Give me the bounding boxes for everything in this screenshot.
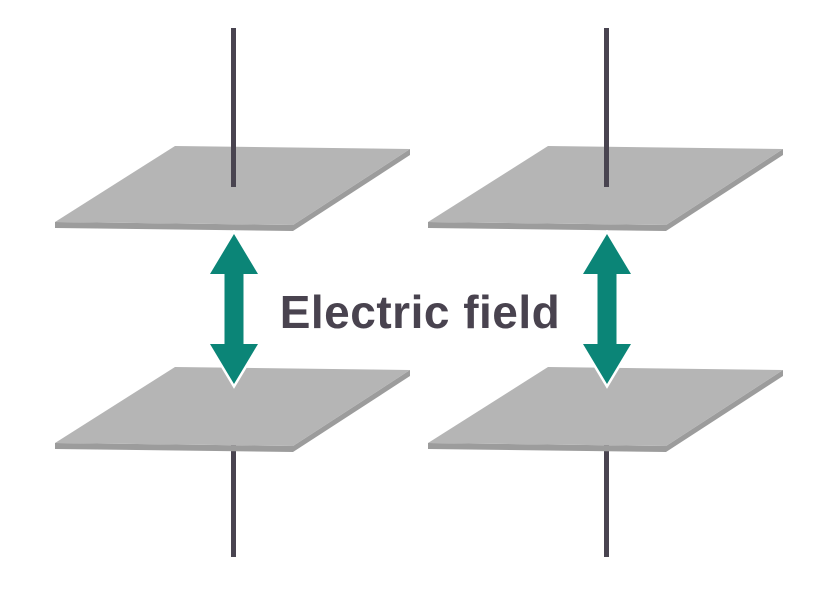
right-bottom-plate: [428, 367, 783, 452]
left-bottom-plate-face: [55, 367, 410, 446]
electric-field-label: Electric field: [279, 286, 561, 338]
right-top-wire: [604, 28, 609, 187]
left-double-arrow-shape: [205, 230, 263, 389]
right-top-plate-edge: [428, 149, 783, 231]
right-double-arrow-shape: [578, 230, 636, 389]
right-bottom-plate-edge: [428, 370, 783, 452]
left-top-wire: [231, 28, 236, 187]
left-bottom-wire: [231, 412, 236, 557]
left-bottom-plate-edge: [55, 370, 410, 452]
left-bottom-plate: [55, 367, 410, 452]
left-top-plate-edge: [55, 149, 410, 231]
right-bottom-wire: [604, 412, 609, 557]
right-double-vertical-arrow-icon: [578, 230, 636, 389]
right-bottom-plate-face: [428, 367, 783, 446]
left-double-vertical-arrow-icon: [205, 230, 263, 389]
